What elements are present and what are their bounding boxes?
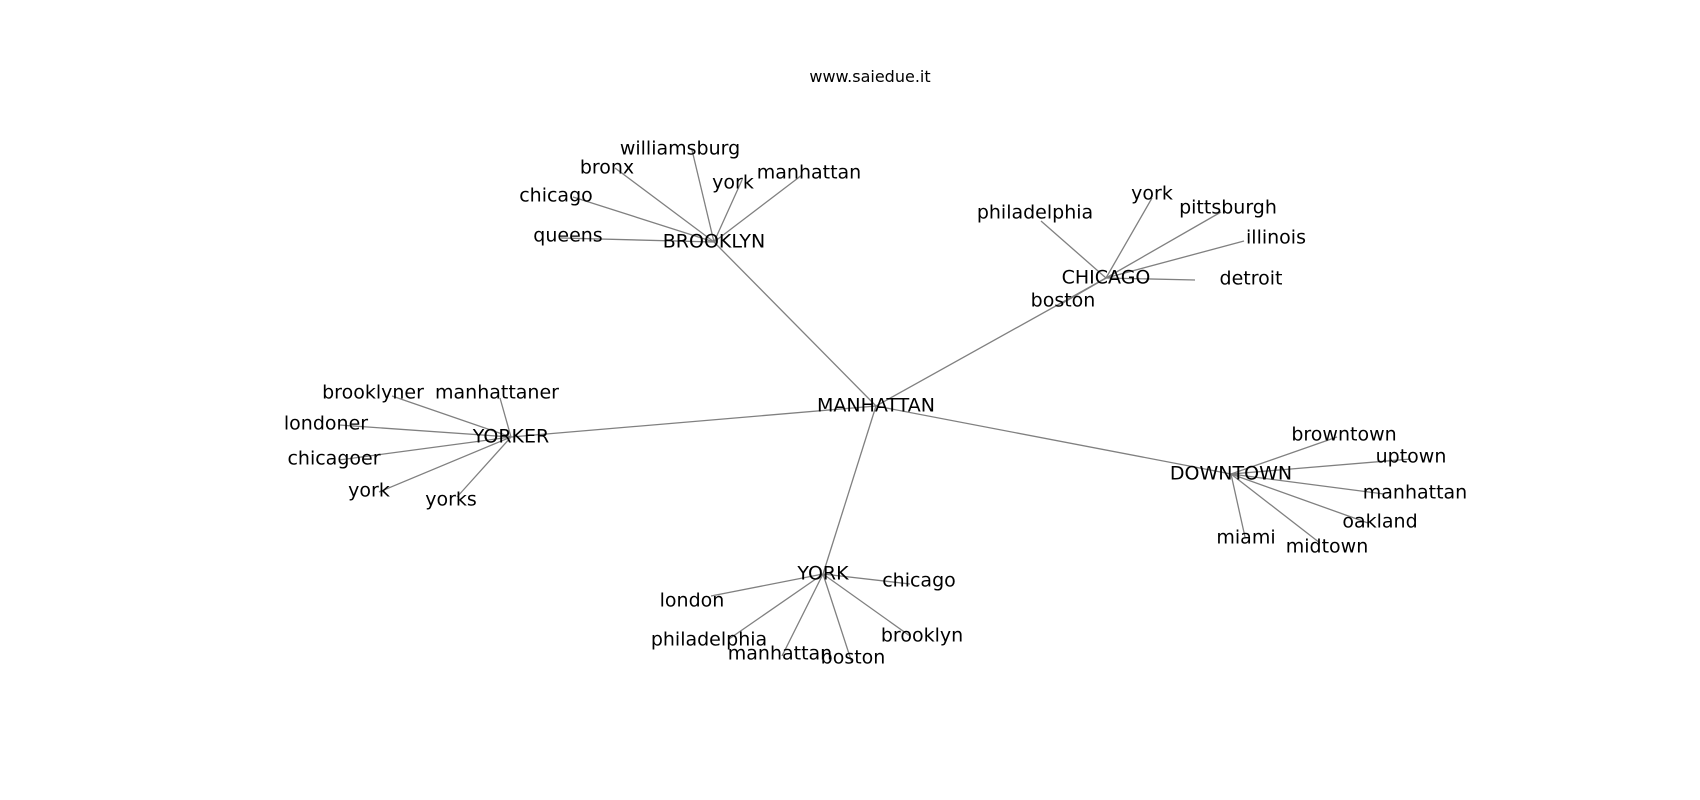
node-leaf-york-chicago: chicago	[882, 570, 956, 592]
edge-york-chicago	[822, 573, 911, 585]
edge-brooklyn-bronx	[614, 167, 715, 243]
node-leaf-downtown-miami: miami	[1216, 527, 1275, 549]
edge-yorker-brooklyner	[391, 395, 512, 438]
node-leaf-yorker-chicagoer: chicagoer	[287, 448, 380, 470]
edge-center-downtown	[875, 405, 1232, 475]
edge-chicago-pittsburgh	[1105, 211, 1222, 279]
node-leaf-york-brooklyn: brooklyn	[881, 625, 963, 647]
edge-yorker-manhattaner	[499, 397, 512, 438]
edge-brooklyn-queens	[560, 237, 715, 243]
node-leaf-yorker-york: york	[348, 480, 390, 502]
edge-york-london	[710, 573, 824, 597]
node-leaf-brooklyn-chicago: chicago	[519, 185, 593, 207]
edge-brooklyn-williamsburg	[691, 149, 715, 243]
node-group-chicago: CHICAGO	[1062, 267, 1151, 289]
node-group-yorker: YORKER	[472, 426, 549, 448]
edge-chicago-illinois	[1105, 240, 1245, 279]
node-leaf-brooklyn-bronx: bronx	[580, 157, 634, 179]
edge-yorker-yorks	[456, 436, 512, 498]
node-center: MANHATTAN	[817, 395, 935, 417]
node-leaf-york-london: london	[660, 590, 725, 612]
node-leaf-brooklyn-williamsburg: williamsburg	[620, 138, 740, 160]
node-leaf-brooklyn-queens: queens	[533, 225, 602, 247]
node-leaf-downtown-browntown: browntown	[1291, 424, 1396, 446]
node-leaf-chicago-pittsburgh: pittsburgh	[1179, 197, 1277, 219]
edge-yorker-chicagoer	[338, 436, 512, 461]
edge-chicago-detroit	[1105, 277, 1196, 281]
edges-layer	[338, 149, 1412, 664]
node-leaf-downtown-midtown: midtown	[1286, 536, 1369, 558]
node-leaf-york-philadelphia: philadelphia	[651, 629, 767, 651]
edge-chicago-philadelphia	[1040, 220, 1107, 279]
node-leaf-yorker-manhattaner: manhattaner	[435, 382, 559, 404]
edge-york-manhattan	[781, 573, 824, 657]
edge-yorker-york	[378, 436, 512, 493]
node-leaf-brooklyn-york: york	[712, 172, 754, 194]
node-leaf-york-boston: boston	[821, 647, 886, 669]
node-leaf-downtown-manhattan: manhattan	[1363, 482, 1467, 504]
edge-brooklyn-chicago	[572, 196, 715, 243]
edge-york-brooklyn	[822, 573, 911, 637]
edge-downtown-oakland	[1230, 473, 1369, 524]
edge-chicago-boston	[1060, 277, 1107, 305]
edge-downtown-miami	[1230, 473, 1246, 538]
node-leaf-chicago-york: york	[1131, 183, 1173, 205]
edge-chicago-york	[1105, 197, 1153, 279]
node-leaf-chicago-illinois: illinois	[1246, 227, 1306, 249]
edge-brooklyn-manhattan	[713, 174, 803, 243]
edge-center-york	[822, 405, 877, 575]
node-leaf-chicago-boston: boston	[1031, 290, 1096, 312]
edge-brooklyn-york	[713, 179, 743, 243]
node-leaf-yorker-brooklyner: brooklyner	[322, 382, 424, 404]
node-leaf-york-manhattan: manhattan	[728, 643, 832, 665]
edge-york-boston	[822, 573, 853, 664]
node-leaf-brooklyn-manhattan: manhattan	[757, 162, 861, 184]
edge-york-philadelphia	[728, 573, 824, 640]
edge-center-chicago	[875, 277, 1107, 407]
edge-downtown-manhattan	[1230, 473, 1385, 495]
node-leaf-yorker-londoner: londoner	[284, 413, 368, 435]
edge-downtown-uptown	[1230, 458, 1412, 475]
edge-downtown-midtown	[1230, 473, 1321, 544]
edge-downtown-browntown	[1230, 436, 1338, 475]
node-group-york: YORK	[796, 563, 849, 585]
node-group-brooklyn: BROOKLYN	[663, 231, 766, 253]
node-group-downtown: DOWNTOWN	[1170, 463, 1292, 485]
node-leaf-yorker-yorks: yorks	[425, 489, 477, 511]
node-leaf-chicago-philadelphia: philadelphia	[977, 202, 1093, 224]
node-leaf-chicago-detroit: detroit	[1220, 268, 1283, 290]
node-leaf-downtown-uptown: uptown	[1376, 446, 1447, 468]
diagram-title: www.saiedue.it	[809, 67, 930, 86]
node-leaf-downtown-oakland: oakland	[1342, 511, 1417, 533]
edge-yorker-londoner	[338, 424, 512, 438]
edge-center-brooklyn	[713, 241, 877, 407]
edge-center-yorker	[510, 405, 877, 438]
